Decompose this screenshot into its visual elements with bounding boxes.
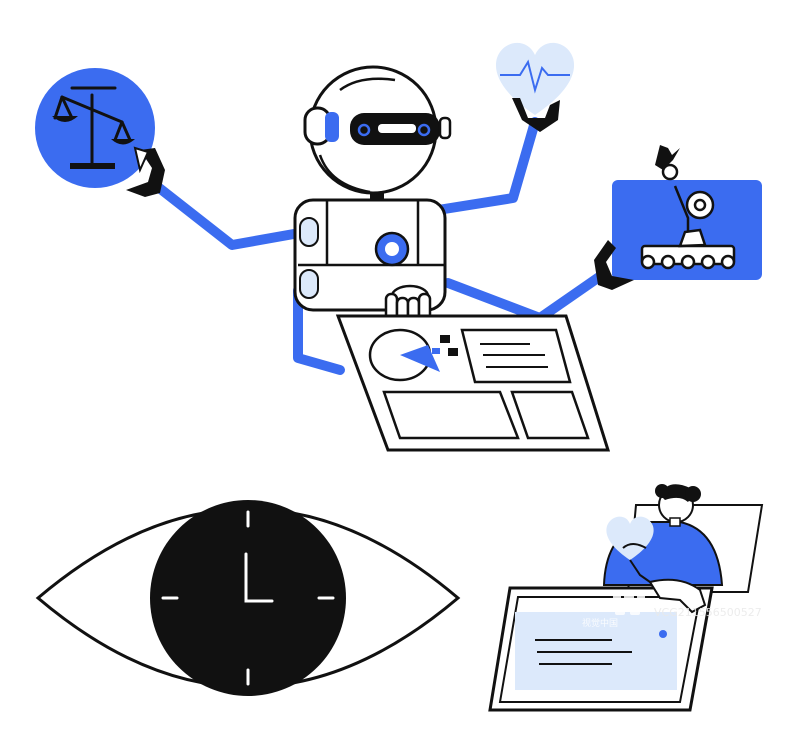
watermark-brand: VCG <box>588 600 618 615</box>
watermark-logo-icon <box>613 590 645 615</box>
eye-clock-icon <box>35 500 461 696</box>
watermark: VCG 视觉中国 VCG211556500527 <box>582 590 762 629</box>
watermark-id: VCG211556500527 <box>654 606 762 619</box>
right-claw-icon <box>594 240 634 290</box>
lower-right-arm <box>443 270 607 323</box>
person-scene <box>488 484 764 712</box>
watermark-domain: 视觉中国 <box>582 617 618 629</box>
person-heart-icon <box>606 516 654 560</box>
left-claw-icon <box>126 146 165 197</box>
robot-icon <box>293 65 452 330</box>
dashboard-panel-icon <box>335 314 611 452</box>
heart-claw-icon <box>512 98 560 132</box>
scales-of-justice-icon <box>35 68 155 188</box>
robotic-arm-icon <box>612 145 762 280</box>
tablet-icon <box>488 586 714 712</box>
upper-right-arm <box>433 117 540 215</box>
heart-pulse-icon <box>495 42 575 115</box>
left-arm <box>153 182 310 250</box>
